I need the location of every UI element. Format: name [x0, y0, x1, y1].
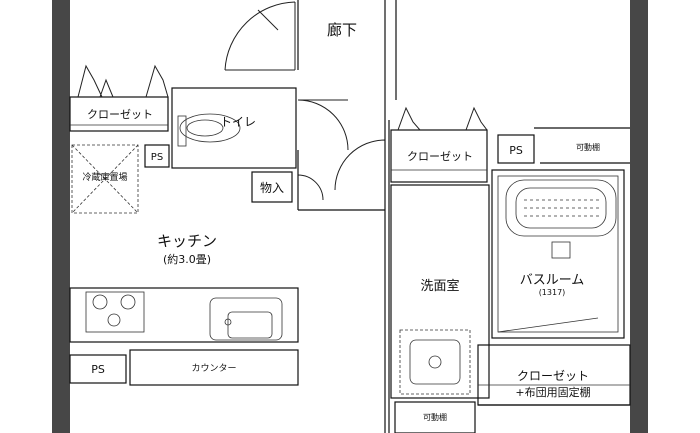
label-toilet: トイレ [220, 115, 256, 129]
bathroom-box [491, 169, 625, 339]
toilet-icon [177, 113, 241, 147]
bath-drain [551, 241, 571, 259]
ps-toilet-box [144, 144, 170, 168]
label-ps-center: PS [509, 144, 523, 157]
closet-left [69, 64, 169, 132]
bath-door [497, 317, 599, 333]
label-closet-center: クローゼット [407, 150, 473, 163]
fridge-space [71, 144, 139, 214]
label-bathroom-size: (1317) [539, 288, 566, 297]
outer-wall-right [630, 0, 648, 433]
label-movable-shelf-top: 可動棚 [576, 142, 600, 152]
storage-box [251, 171, 293, 203]
label-hallway: 廊下 [327, 21, 357, 39]
kitchen-counter [69, 287, 299, 343]
closet-center [390, 106, 488, 183]
label-ps-toilet: PS [151, 152, 163, 163]
sink-icon [209, 297, 283, 341]
ps-center-box [497, 134, 535, 164]
door-storage [297, 174, 324, 201]
bathroom-inner [497, 175, 619, 333]
door-toilet [297, 99, 349, 151]
label-washroom: 洗面室 [420, 278, 459, 294]
label-closet-bottom: クローゼット [517, 369, 589, 383]
stove-icon [85, 291, 145, 333]
door-washroom [334, 139, 386, 191]
label-ps-kitchen: PS [91, 363, 105, 376]
label-kitchen-area: (約3.0畳) [163, 252, 211, 266]
ps-kitchen-box [69, 354, 127, 384]
washroom-box [390, 184, 490, 399]
door-top [224, 1, 296, 71]
shelf-bottom-box [394, 401, 476, 433]
label-fridge: 冷蔵庫置場 [82, 171, 127, 183]
label-storage: 物入 [260, 181, 284, 195]
label-bathroom: バスルーム [520, 273, 585, 288]
counter-box [129, 349, 299, 386]
label-futon-shelf: +布団用固定棚 [515, 385, 590, 399]
outer-wall-left [52, 0, 70, 433]
label-counter: カウンター [191, 363, 236, 374]
label-movable-shelf-bottom: 可動棚 [423, 412, 447, 422]
toilet-room [171, 87, 297, 169]
bathtub-icon [505, 179, 617, 237]
label-kitchen: キッチン [157, 232, 217, 250]
label-closet-left: クローゼット [87, 108, 153, 121]
door-small [257, 9, 279, 31]
washing-machine-icon [399, 329, 471, 395]
